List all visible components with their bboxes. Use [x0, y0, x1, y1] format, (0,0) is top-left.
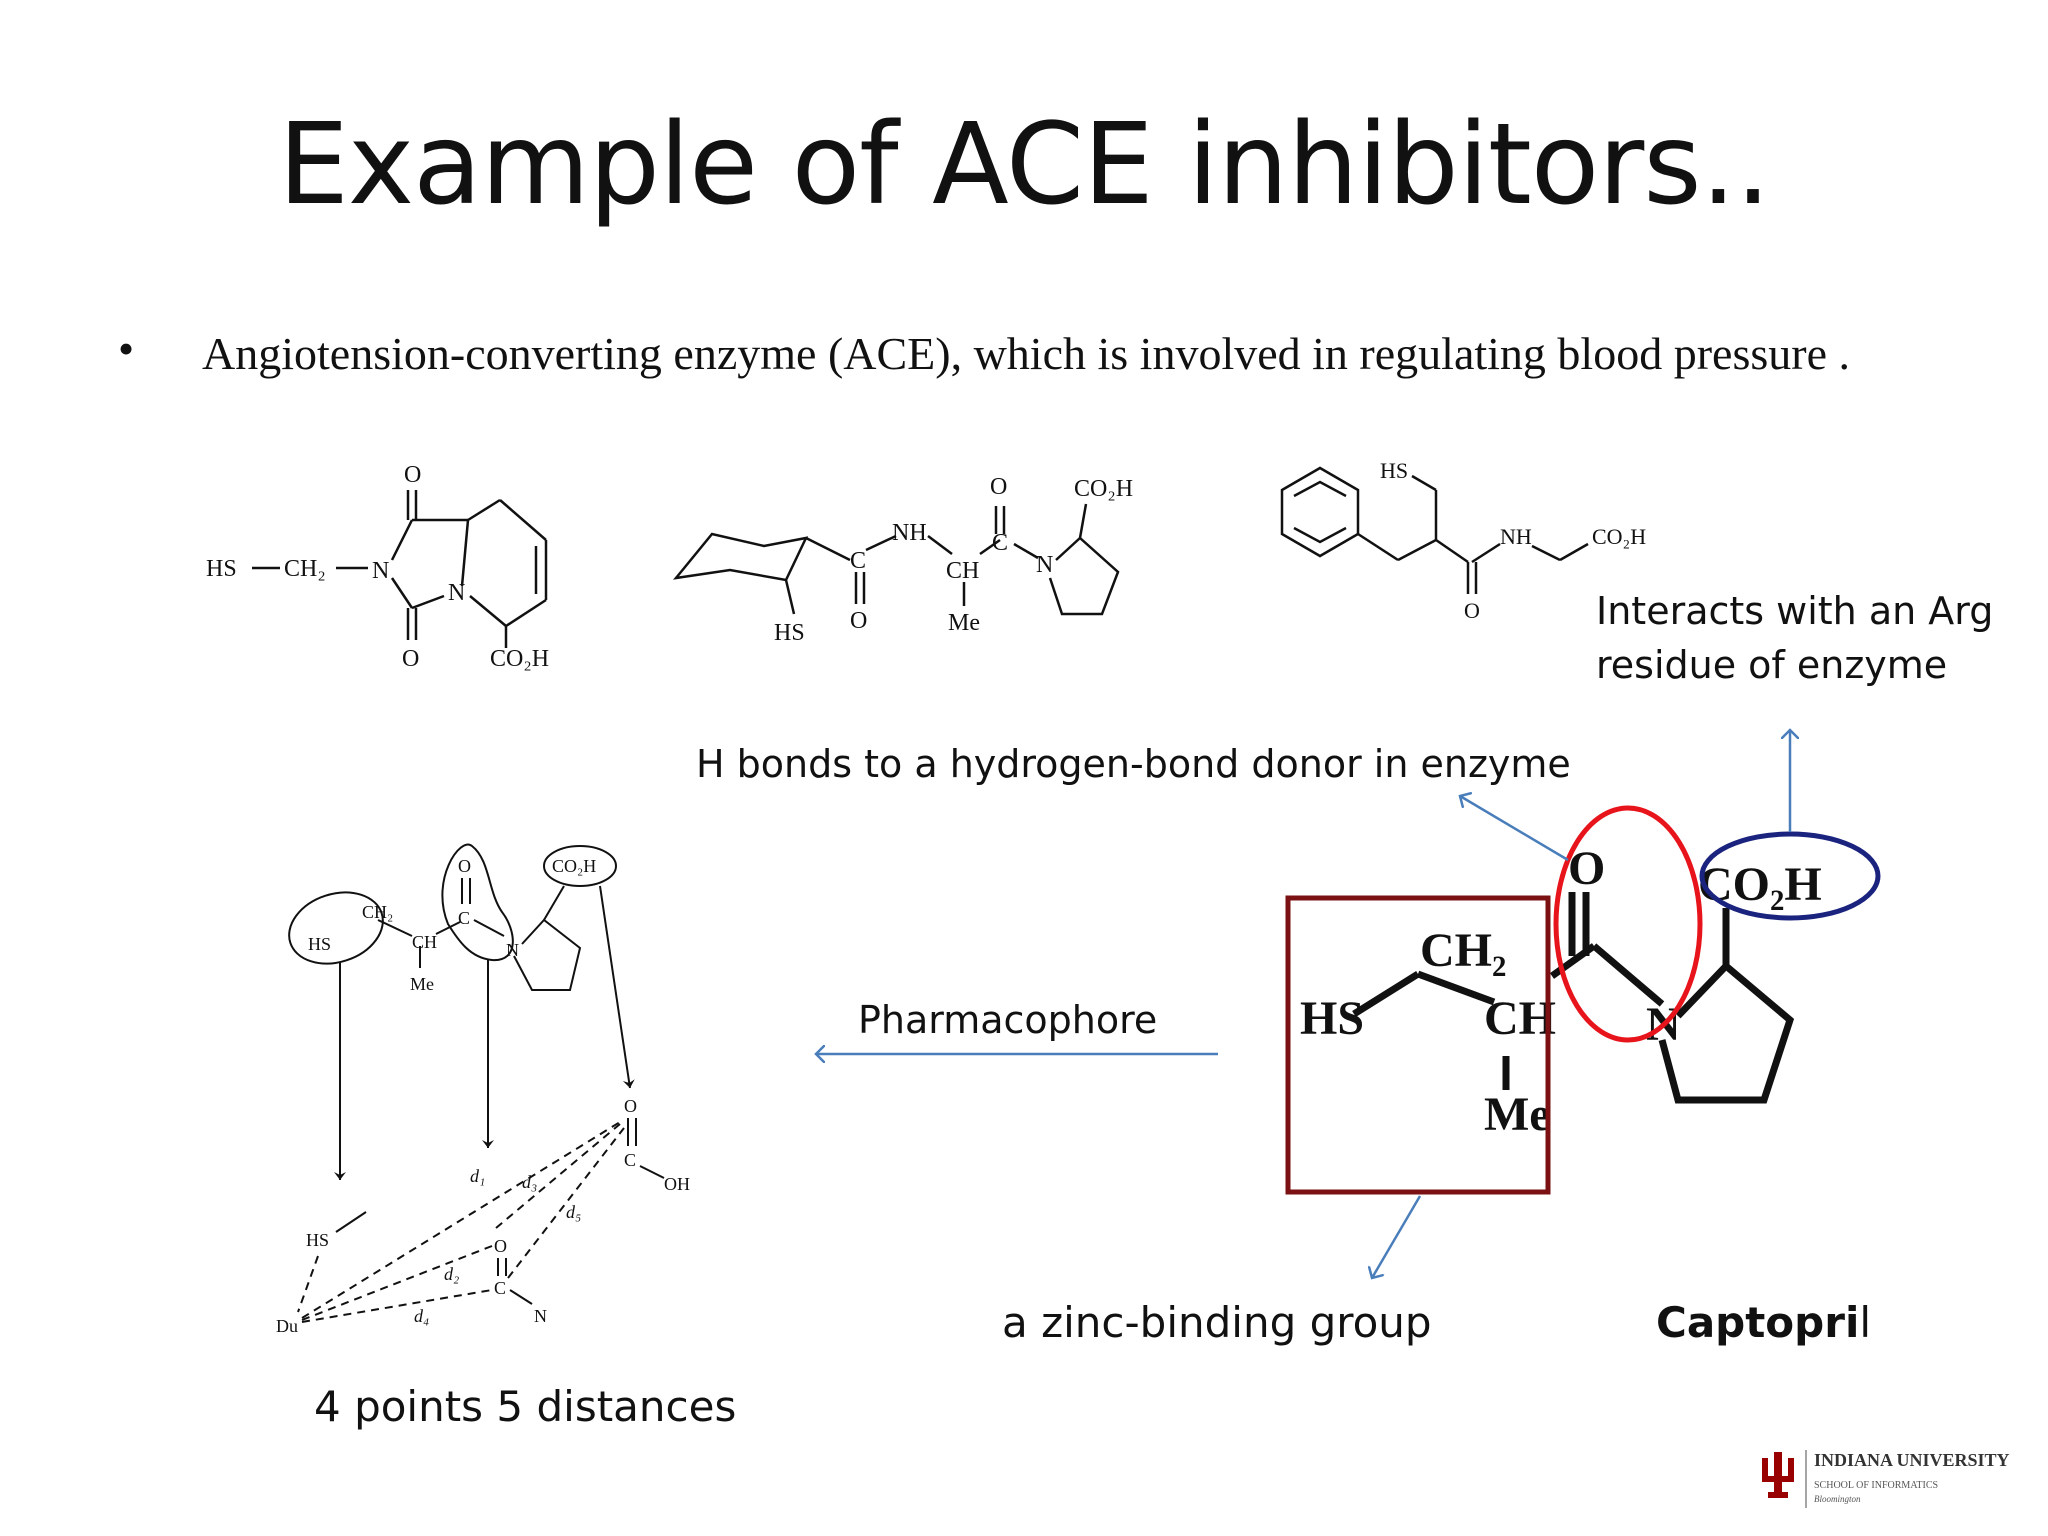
pp-d3-label: d₃: [522, 1172, 537, 1192]
mol1-co2h-label: CO₂H: [490, 646, 549, 672]
iu-logo: INDIANA UNIVERSITY SCHOOL OF INFORMATICS…: [1762, 1450, 2010, 1508]
captopril-structure: [1352, 892, 1795, 1104]
molecule-3-labels: HS NH CO₂H O: [1380, 458, 1646, 623]
captopril-ch-label: CH: [1484, 992, 1556, 1045]
molecule-2-labels: HS C O NH CH Me C O N CO₂H: [774, 474, 1133, 646]
bullet-marker: •: [118, 323, 135, 374]
captopril-label-tail: l: [1859, 1298, 1872, 1347]
molecule-1-labels: HS CH₂ N N O O CO₂H: [206, 462, 549, 672]
pharmacophore-molecule-labels: CH₂ HS CH Me O C N CO₂H: [308, 856, 596, 994]
mol3-hs-label: HS: [1380, 458, 1408, 483]
pp-o-top-label: O: [624, 1096, 637, 1116]
zinc-binding-box: [1285, 895, 1551, 1195]
zinc-arrow: [1372, 1195, 1422, 1278]
captopril-me-label: Me: [1484, 1088, 1551, 1141]
pharmacophore-molecule: [288, 843, 635, 1180]
pm-n-label: N: [506, 940, 519, 960]
arg-annotation: Interacts with an Arg residue of enzyme: [1596, 589, 1994, 687]
pp-d5-label: d₅: [566, 1202, 581, 1222]
mol1-o-top-label: O: [404, 462, 421, 488]
bullet-text: Angiotension-converting enzyme (ACE), wh…: [202, 328, 1850, 379]
mol2-c1-label: C: [850, 548, 866, 574]
mol2-hs-label: HS: [774, 620, 805, 646]
pp-o-mid-label: O: [494, 1236, 507, 1256]
iu-logo-campus: Bloomington: [1814, 1494, 1861, 1504]
pp-oh-label: OH: [664, 1174, 690, 1194]
h-bond-arrow: [1460, 796, 1569, 862]
mol1-ch2-label: CH₂: [284, 556, 326, 582]
captopril-ch2-label: CH₂: [1420, 924, 1506, 977]
mol2-co2h-label: CO₂H: [1074, 476, 1133, 502]
mol1-n1-label: N: [372, 558, 389, 584]
mol3-o-label: O: [1464, 598, 1480, 623]
pharmacophore-points: [297, 1118, 665, 1323]
mol2-ch-label: CH: [946, 558, 979, 584]
pharmacophore-label: Pharmacophore: [858, 998, 1158, 1042]
pp-d4-label: d₄: [414, 1306, 429, 1326]
iu-logo-school: SCHOOL OF INFORMATICS: [1814, 1480, 1938, 1491]
h-bond-ellipse: [1553, 805, 1703, 1043]
captopril-co2h-label: CO₂H: [1698, 858, 1822, 911]
mol1-o-bottom-label: O: [402, 646, 419, 672]
pm-co2h-label: CO₂H: [552, 856, 596, 876]
pharmacophore-points-labels: HS Du O C OH O C N d₁ d₂ d₃ d₄ d₅: [276, 1096, 690, 1336]
iu-logo-name: INDIANA UNIVERSITY: [1814, 1450, 2010, 1470]
pm-ch-label: CH: [412, 932, 437, 952]
points-distances-label: 4 points 5 distances: [314, 1382, 737, 1431]
mol3-nh-label: NH: [1500, 524, 1532, 549]
mol2-o2-label: O: [990, 474, 1007, 500]
molecule-1: [252, 490, 548, 648]
mol2-nh-label: NH: [892, 520, 927, 546]
captopril-hs-label: HS: [1300, 992, 1364, 1045]
iu-trident-icon: [1762, 1452, 1794, 1498]
zinc-binding-label: a zinc-binding group: [1002, 1298, 1432, 1347]
captopril-label-bold: Captopri: [1656, 1298, 1860, 1347]
molecule-3: [1280, 466, 1589, 594]
pm-ch2-label: CH₂: [362, 902, 393, 922]
mol3-co2h-label: CO₂H: [1592, 524, 1646, 549]
mol2-c2-label: C: [992, 530, 1008, 556]
slide-title: Example of ACE inhibitors..: [278, 100, 1771, 230]
mol1-n2-label: N: [448, 580, 465, 606]
mol2-o1-label: O: [850, 608, 867, 634]
mol2-n-label: N: [1036, 552, 1053, 578]
pp-c-top-label: C: [624, 1150, 636, 1170]
captopril-labels: O CO₂H CH₂ HS CH Me N: [1300, 842, 1822, 1141]
pp-c-mid-label: C: [494, 1278, 506, 1298]
pm-c-label: C: [458, 908, 470, 928]
mol2-me-label: Me: [948, 610, 980, 636]
molecule-2: [672, 503, 1120, 616]
pm-o-label: O: [458, 856, 471, 876]
pp-d2-label: d₂: [444, 1264, 459, 1284]
mol1-hs-label: HS: [206, 556, 237, 582]
pp-d1-label: d₁: [470, 1166, 485, 1186]
captopril-label: Captopril: [1656, 1298, 1871, 1347]
arg-ellipse: [1699, 831, 1881, 921]
pp-n-label: N: [534, 1306, 547, 1326]
pm-hs-label: HS: [308, 934, 331, 954]
pp-hs-label: HS: [306, 1230, 329, 1250]
h-bond-annotation: H bonds to a hydrogen-bond donor in enzy…: [696, 742, 1571, 786]
pm-me-label: Me: [410, 974, 434, 994]
pp-du-label: Du: [276, 1316, 298, 1336]
